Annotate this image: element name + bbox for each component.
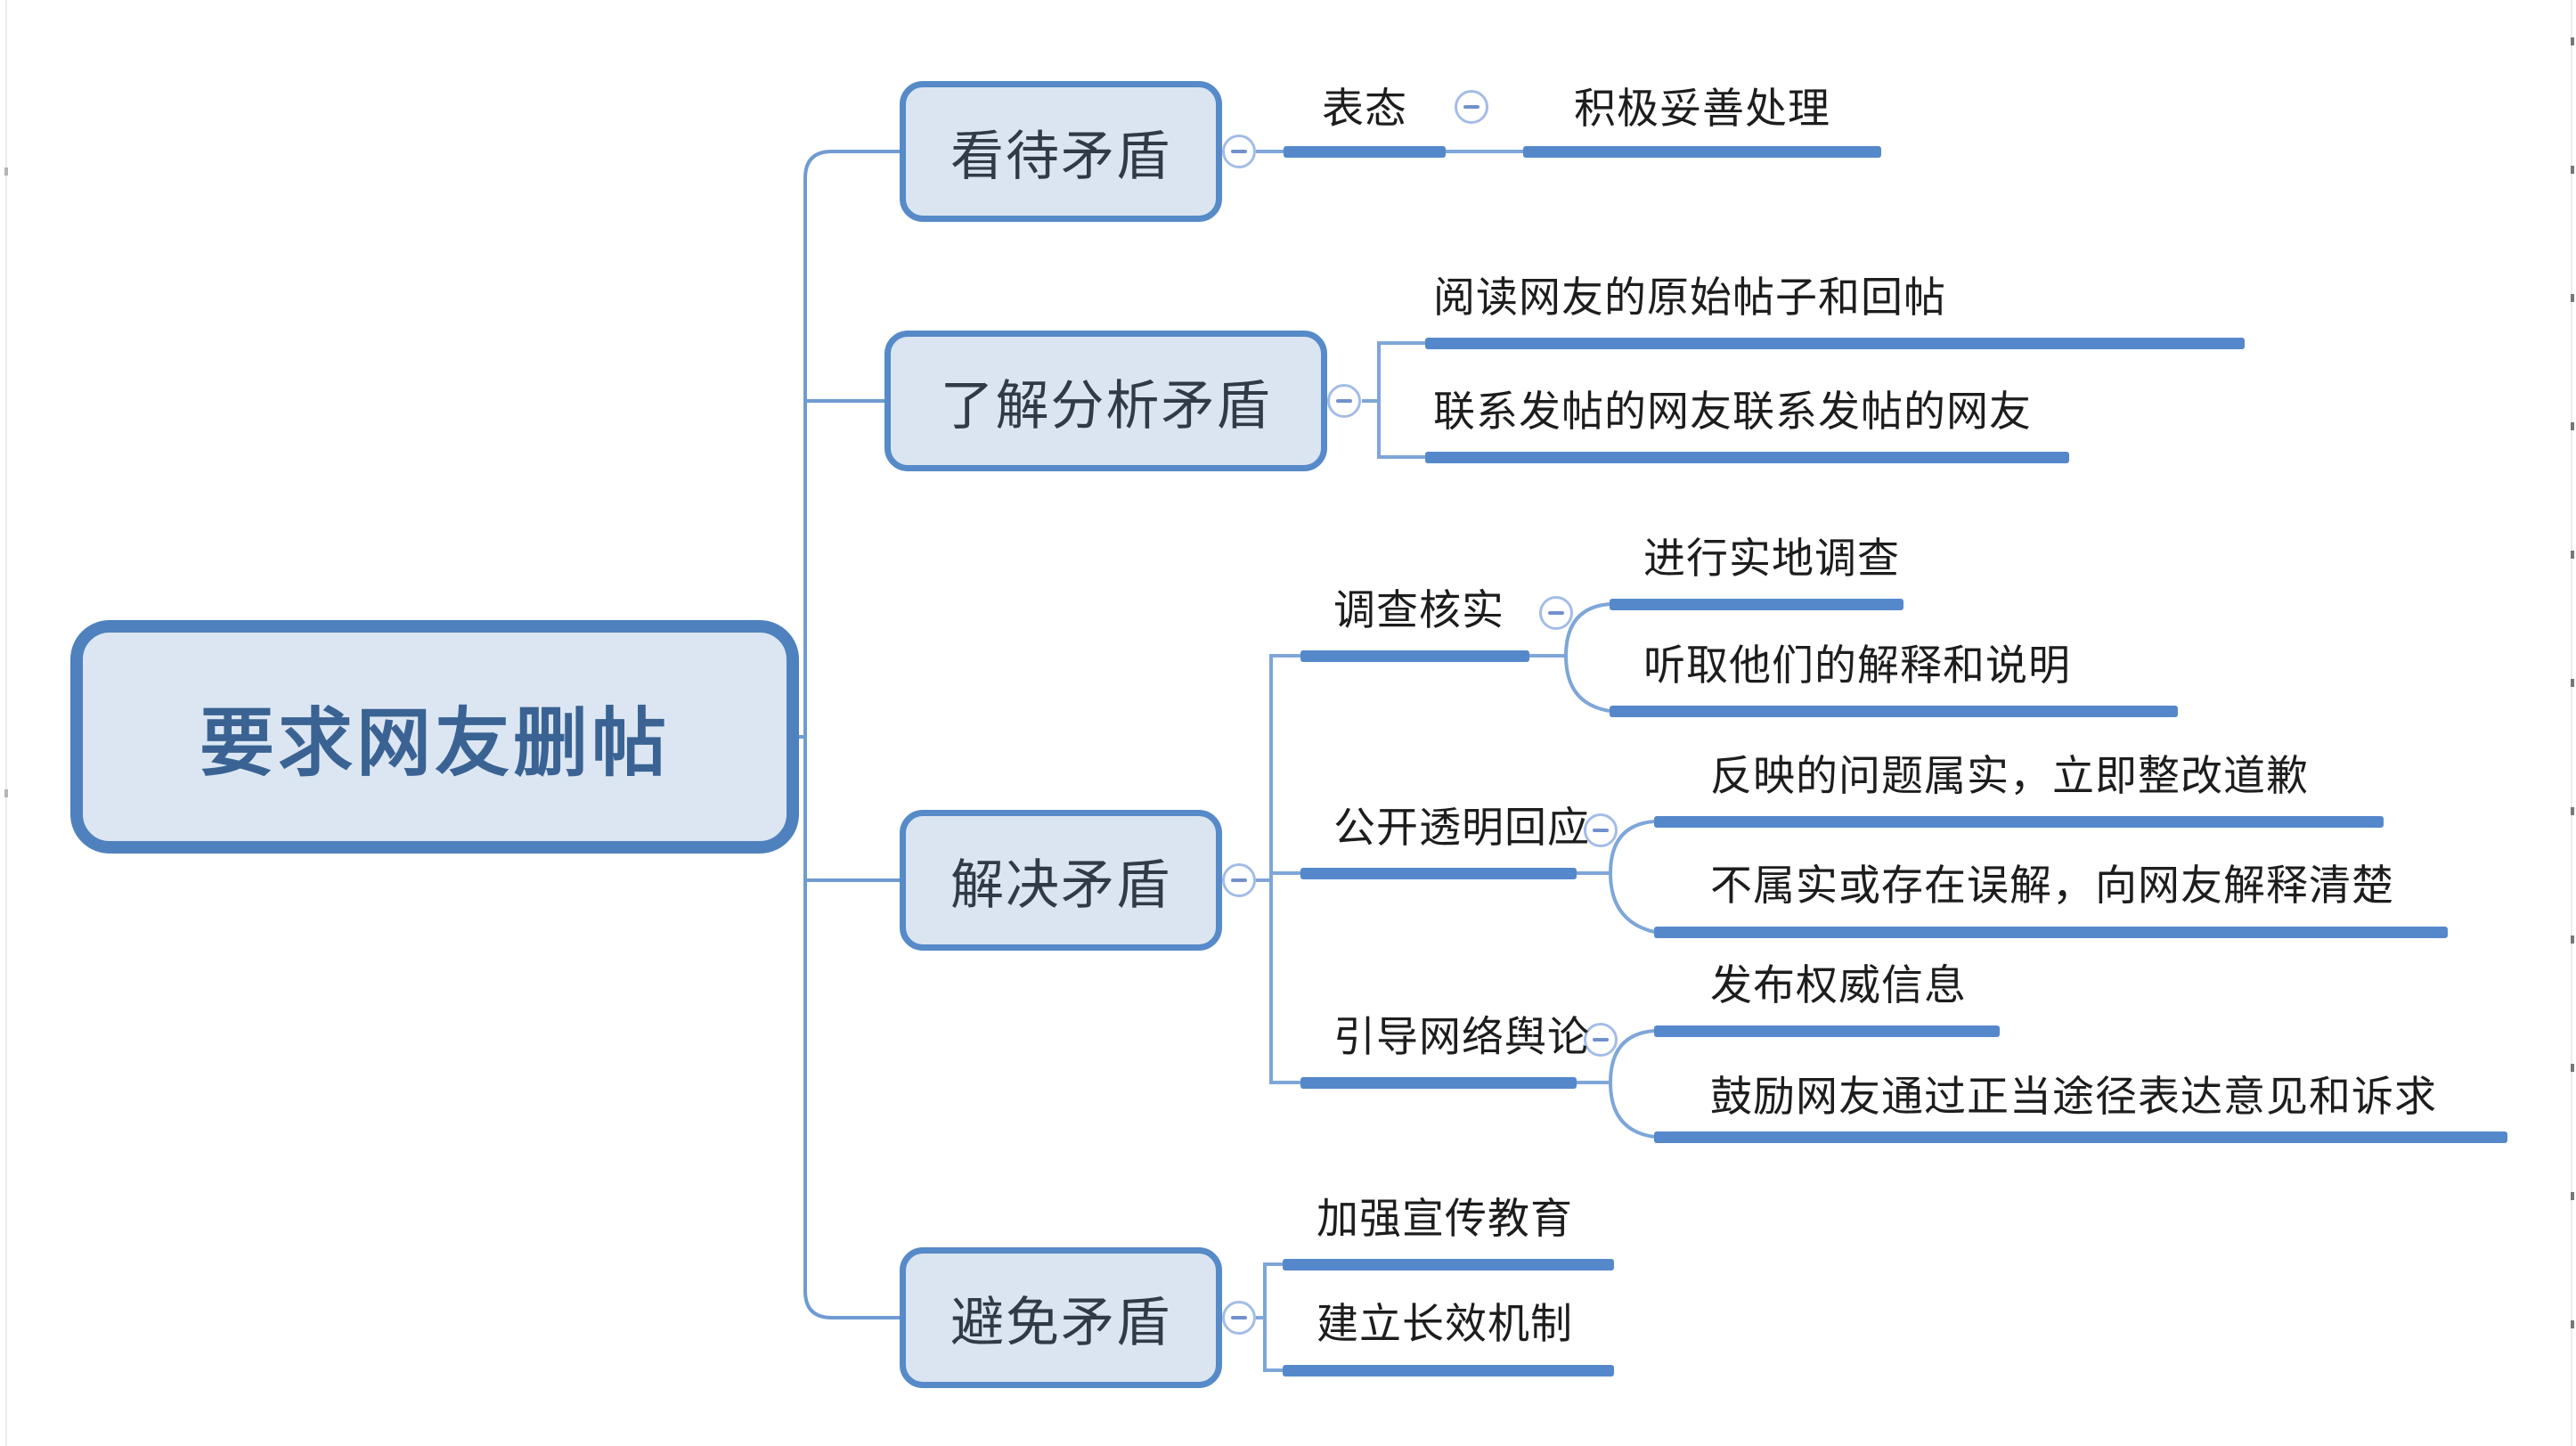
leaf-label: 建立长效机制 — [1317, 1300, 1573, 1347]
minus-icon — [1231, 878, 1247, 882]
collapse-toggle-biaotai[interactable] — [1455, 90, 1488, 124]
edge-tick — [2571, 37, 2574, 45]
leaf-label: 不属实或存在误解，向网友解释清楚 — [1710, 862, 2394, 909]
leaf-label: 发布权威信息 — [1710, 961, 1967, 1009]
edge-tick — [2571, 166, 2574, 174]
branch-box-resolve-contradiction[interactable]: 解决矛盾 — [900, 810, 1222, 951]
collapse-toggle-investigate[interactable] — [1539, 596, 1573, 630]
leaf-underline — [1610, 706, 2178, 717]
node-transparent-response[interactable]: 公开透明回应 — [1300, 801, 1589, 879]
leaf-field-investigation[interactable]: 进行实地调查 — [1610, 532, 1903, 610]
collapse-toggle-branch4[interactable] — [1222, 1301, 1256, 1335]
leaf-underline — [1654, 1131, 2507, 1143]
collapse-toggle-respond[interactable] — [1584, 813, 1618, 847]
branch-label: 了解分析矛盾 — [940, 375, 1272, 436]
minus-icon — [1231, 1316, 1247, 1319]
collapse-toggle-branch2[interactable] — [1327, 384, 1361, 418]
branch-box-avoid-contradiction[interactable]: 避免矛盾 — [900, 1247, 1222, 1388]
edge-tick — [4, 167, 8, 176]
leaf-underline — [1523, 146, 1881, 158]
leaf-biaotai[interactable]: 表态 — [1284, 82, 1446, 158]
leaf-label: 加强宣传教育 — [1317, 1195, 1573, 1242]
leaf-listen-explanations[interactable]: 听取他们的解释和说明 — [1610, 639, 2178, 717]
leaf-label: 表态 — [1322, 85, 1407, 132]
left-edge-line — [5, 0, 7, 1446]
node-label: 调查核实 — [1333, 586, 1504, 633]
leaf-label: 鼓励网友通过正当途径表达意见和诉求 — [1710, 1073, 2437, 1120]
collapse-toggle-guide[interactable] — [1584, 1023, 1618, 1057]
minus-icon — [1463, 105, 1480, 109]
leaf-underline — [1654, 927, 2448, 938]
node-underline — [1300, 1077, 1577, 1089]
leaf-label: 听取他们的解释和说明 — [1643, 641, 2071, 689]
leaf-label: 联系发帖的网友联系发帖的网友 — [1433, 388, 2032, 435]
minus-icon — [1231, 150, 1247, 153]
edge-tick — [4, 789, 8, 797]
leaf-authoritative-info[interactable]: 发布权威信息 — [1654, 959, 2000, 1037]
node-label: 引导网络舆论 — [1333, 1013, 1590, 1060]
connector-branch4-bracket — [1256, 1262, 1283, 1372]
collapse-toggle-branch1[interactable] — [1222, 135, 1256, 168]
edge-tick — [2571, 294, 2574, 302]
minus-icon — [1593, 829, 1609, 832]
branch-box-view-contradiction[interactable]: 看待矛盾 — [900, 81, 1222, 222]
leaf-label: 阅读网友的原始帖子和回帖 — [1433, 274, 1946, 321]
edge-tick — [2571, 679, 2574, 687]
leaf-label: 进行实地调查 — [1643, 535, 1900, 582]
leaf-label: 积极妥善处理 — [1574, 85, 1830, 132]
edge-tick — [2571, 551, 2574, 559]
edge-tick — [2571, 1320, 2574, 1328]
root-node[interactable]: 要求网友删帖 — [70, 620, 799, 854]
leaf-read-posts[interactable]: 阅读网友的原始帖子和回帖 — [1425, 271, 2245, 349]
edge-tick — [2571, 935, 2574, 944]
edge-tick — [2571, 1064, 2574, 1072]
minus-icon — [1593, 1038, 1609, 1042]
leaf-legitimate-channels[interactable]: 鼓励网友通过正当途径表达意见和诉求 — [1654, 1070, 2507, 1143]
leaf-contact-poster[interactable]: 联系发帖的网友联系发帖的网友 — [1425, 385, 2069, 463]
connector-branch2-bracket — [1362, 341, 1425, 459]
leaf-longterm-mechanism[interactable]: 建立长效机制 — [1283, 1297, 1614, 1377]
node-underline — [1300, 868, 1577, 879]
node-investigate-verify[interactable]: 调查核实 — [1300, 584, 1529, 662]
leaf-underline — [1654, 816, 2384, 828]
leaf-underline — [1283, 1259, 1614, 1270]
leaf-handle-properly[interactable]: 积极妥善处理 — [1523, 82, 1881, 158]
collapse-toggle-branch3[interactable] — [1222, 863, 1256, 897]
branch-label: 解决矛盾 — [950, 854, 1171, 915]
leaf-rectify-apologize[interactable]: 反映的问题属实，立即整改道歉 — [1654, 749, 2384, 828]
right-edge-line — [2571, 0, 2572, 1446]
edge-tick — [2571, 1192, 2574, 1200]
trunk-connector — [799, 150, 901, 1319]
branch-label: 看待矛盾 — [950, 126, 1171, 186]
leaf-label: 反映的问题属实，立即整改道歉 — [1710, 752, 2309, 799]
node-guide-opinion[interactable]: 引导网络舆论 — [1300, 1010, 1589, 1089]
leaf-underline — [1610, 599, 1903, 610]
leaf-underline — [1283, 1365, 1614, 1377]
node-label: 公开透明回应 — [1333, 804, 1590, 851]
branch-box-analyze-contradiction[interactable]: 了解分析矛盾 — [884, 331, 1327, 471]
branch-label: 避免矛盾 — [950, 1292, 1171, 1352]
leaf-publicity-education[interactable]: 加强宣传教育 — [1283, 1192, 1614, 1270]
edge-tick — [2571, 807, 2574, 815]
leaf-underline — [1425, 338, 2245, 349]
leaf-underline — [1425, 452, 2069, 463]
connector-branch3-bracket — [1256, 654, 1300, 1084]
minus-icon — [1548, 611, 1564, 615]
node-underline — [1300, 650, 1529, 662]
root-label: 要求网友删帖 — [199, 700, 670, 785]
edge-tick — [2571, 422, 2574, 430]
leaf-underline — [1284, 146, 1446, 158]
leaf-explain-clearly[interactable]: 不属实或存在误解，向网友解释清楚 — [1654, 859, 2448, 938]
minus-icon — [1336, 399, 1352, 403]
leaf-underline — [1654, 1025, 2000, 1037]
